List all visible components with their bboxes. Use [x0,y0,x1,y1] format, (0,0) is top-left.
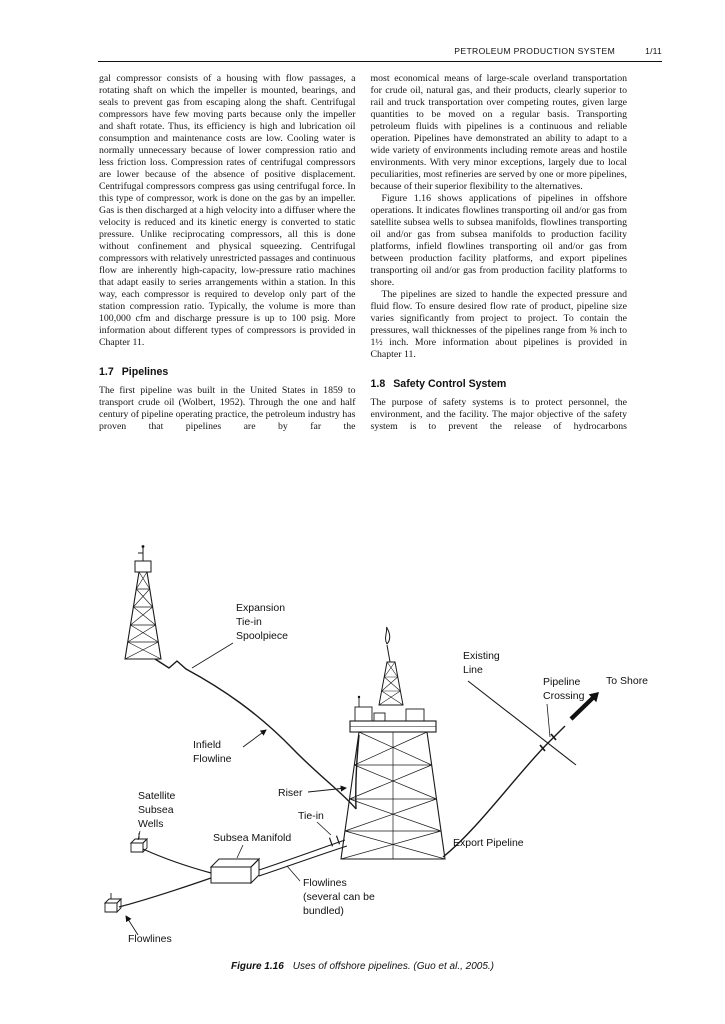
label-existing-line-1: Existing [463,650,500,662]
label-expansion-3: Spoolpiece [236,630,288,642]
label-tie-in: Tie-in [298,810,324,822]
paragraph-pipelines-cont: most economical means of large-scale ove… [370,73,628,192]
label-pipeline-crossing-1: Pipeline [543,676,581,688]
production-platform [340,626,446,860]
to-shore-arrow [569,692,599,721]
label-flowlines-bundled-1: Flowlines [303,877,347,889]
flowline-bundle-path [258,839,348,877]
label-flowlines-bundled-3: bundled) [303,905,344,917]
leader-flowlines-bundled [286,865,301,882]
arrow-riser [307,785,347,793]
label-satellite-wells-3: Wells [138,818,163,830]
label-export-pipeline: Export Pipeline [453,837,524,849]
leader-tie-in [316,821,332,836]
figure-caption: Figure 1.16 Uses of offshore pipelines. (… [0,961,725,972]
leader-satellite-wells [137,830,141,841]
label-existing-line-2: Line [463,664,483,676]
page-header: PETROLEUM PRODUCTION SYSTEM 1/11 [98,46,662,56]
label-flowlines: Flowlines [128,933,172,945]
flowline-well2-path [118,877,212,908]
header-rule [98,61,662,62]
section-heading-safety: 1.8 Safety Control System [371,378,628,390]
label-subsea-manifold: Subsea Manifold [213,832,291,844]
label-satellite-wells-2: Subsea [138,804,174,816]
leader-expansion [191,642,234,669]
section-number: 1.8 [370,378,386,390]
flare-flame [385,626,391,645]
body-columns: gal compressor consists of a housing wit… [99,73,627,433]
right-column: most economical means of large-scale ove… [371,73,628,433]
paragraph-pipeline-sizing: The pipelines are sized to handle the ex… [370,289,628,360]
satellite-wellhead-2 [103,893,123,914]
label-flowlines-bundled-2: (several can be [303,891,375,903]
section-heading-pipelines: 1.7 Pipelines [99,366,356,378]
label-pipeline-crossing-2: Crossing [543,690,585,702]
figure-caption-label: Figure 1.16 [230,961,284,972]
label-expansion-2: Tie-in [236,616,262,628]
running-title: PETROLEUM PRODUCTION SYSTEM [454,46,616,56]
figure-1-16-diagram: Expansion Tie-in Spoolpiece Existing Lin… [103,545,648,945]
label-to-shore: To Shore [606,675,648,687]
arrow-flowlines [125,915,139,936]
label-expansion-1: Expansion [236,602,285,614]
infield-flowline-path [154,658,357,810]
label-riser: Riser [278,787,303,799]
leader-pipeline-crossing [546,703,551,738]
label-infield-flowline-1: Infield [193,739,221,751]
paragraph-pipelines-intro: The first pipeline was built in the Unit… [99,385,356,432]
label-satellite-wells-1: Satellite [138,790,176,802]
section-title: Safety Control System [393,378,507,390]
satellite-tower [124,545,162,660]
left-column: gal compressor consists of a housing wit… [99,73,356,433]
crossing-ticks [539,733,557,752]
tie-in-ticks [328,835,341,847]
figure-caption-text: Uses of offshore pipelines. (Guo et al.,… [292,961,495,972]
page-number: 1/11 [645,46,662,56]
leader-subsea-manifold [236,844,244,859]
paragraph-safety: The purpose of safety systems is to prot… [370,397,628,432]
subsea-manifold-box [209,857,261,885]
section-number: 1.7 [99,366,114,378]
section-title: Pipelines [121,366,169,378]
flowline-well1-path [142,848,212,874]
existing-line-path [467,680,577,766]
paragraph-compressors: gal compressor consists of a housing wit… [99,73,356,348]
label-infield-flowline-2: Flowline [193,753,232,765]
paragraph-figure-ref: Figure 1.16 shows applications of pipeli… [370,193,628,288]
arrow-infield-flowline [242,729,267,748]
